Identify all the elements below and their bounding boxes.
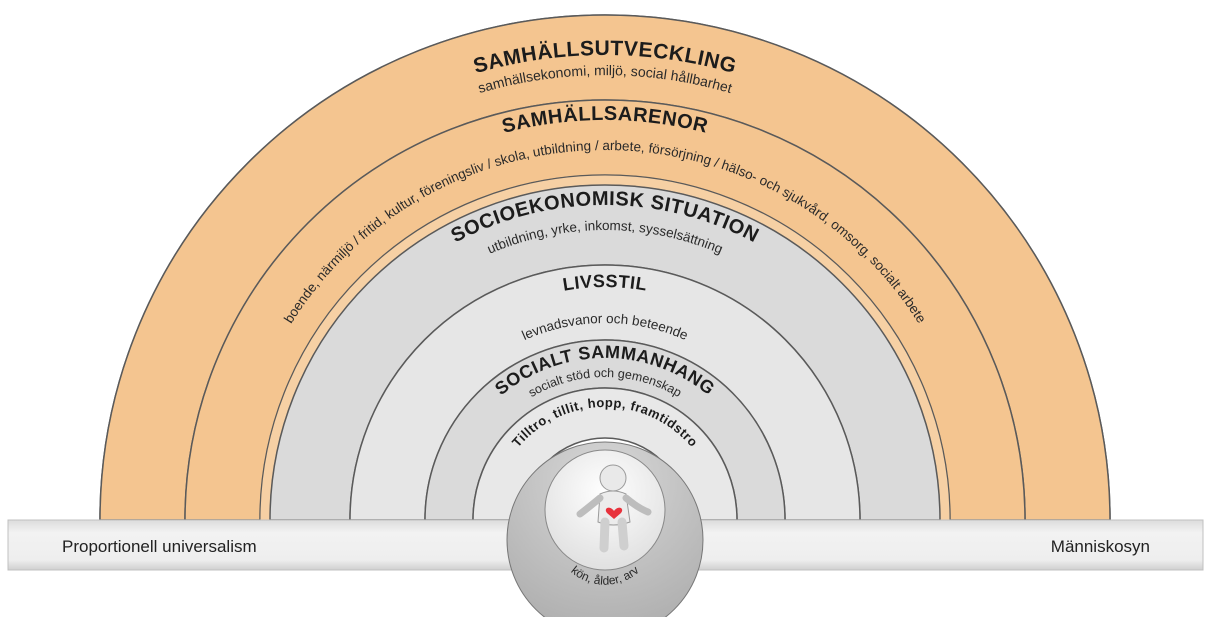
svg-text:LIVSSTIL: LIVSSTIL [561,271,648,295]
livsstil-title: LIVSSTIL [561,271,648,295]
bar-left-label: Proportionell universalism [62,537,257,556]
person-figure-icon [576,464,652,553]
bar-right-label: Människosyn [1051,537,1150,556]
heart-icon [605,507,623,519]
ring-tilltro [472,387,738,521]
